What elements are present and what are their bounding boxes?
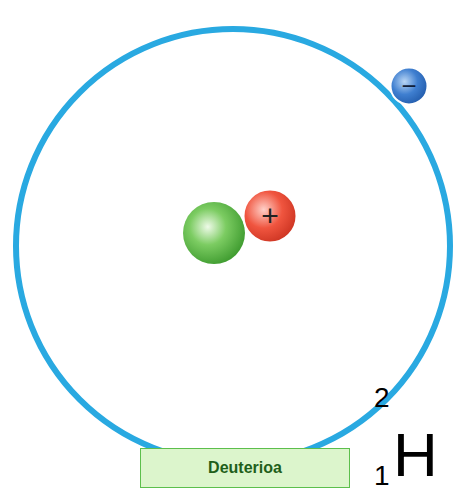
name-box: Deuterioa [140,448,350,488]
mass-number: 2 [374,384,390,412]
electron: − [389,66,429,106]
charge-sign: + [261,201,279,231]
charge-sign: − [401,73,416,99]
atomic-number: 1 [374,462,390,490]
electron-orbit [16,29,450,463]
proton: + [242,188,298,244]
neutron [183,202,245,264]
name-label: Deuterioa [208,460,282,476]
element-symbol: H [393,424,438,486]
